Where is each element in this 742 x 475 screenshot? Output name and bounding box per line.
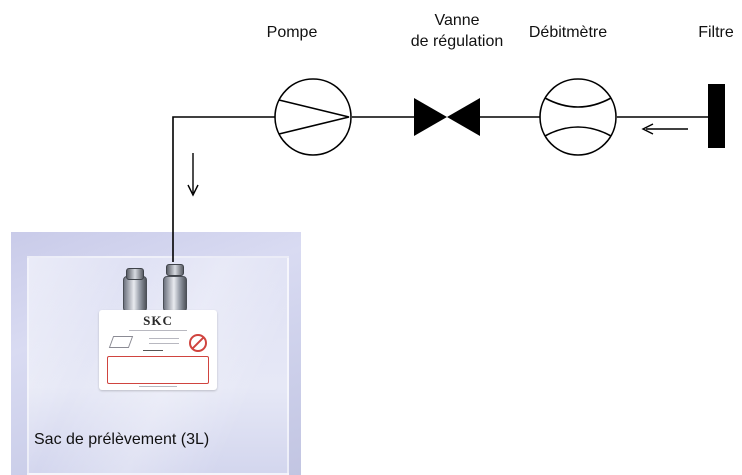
bag-valve-right: [163, 276, 187, 312]
bag-valve-left-cap: [126, 268, 144, 280]
label-text-line: [143, 350, 163, 351]
tube-pump-to-bag: [172, 116, 275, 262]
label-text-line: [139, 386, 177, 387]
flow-direction-arrow-down: [187, 153, 199, 197]
label-text-line: [149, 343, 179, 344]
label-text-line: [149, 338, 179, 339]
valve-label: Vanne de régulation: [398, 10, 516, 52]
flowmeter-label: Débitmètre: [528, 24, 608, 41]
flowmeter-symbol: [539, 78, 617, 156]
regulation-valve-symbol: [414, 98, 480, 136]
valve-label-line2: de régulation: [410, 33, 504, 50]
filter-label: Filtre: [698, 24, 734, 41]
flow-direction-arrow-left: [641, 123, 688, 135]
sample-bag-caption: Sac de prélèvement (3L): [34, 431, 210, 448]
valve-label-line1: Vanne: [434, 12, 480, 29]
label-writing-box: [107, 356, 209, 384]
pump-symbol: [274, 78, 352, 156]
bag-valve-right-cap: [166, 264, 184, 276]
filter-symbol: [708, 84, 725, 148]
sample-bag-photo: SKC: [11, 232, 301, 475]
prohibited-icon: [189, 334, 207, 352]
skc-logo: SKC: [143, 313, 173, 328]
bag-sample-label: SKC: [99, 310, 217, 390]
label-text-line: [129, 330, 187, 331]
pump-label: Pompe: [266, 24, 318, 41]
